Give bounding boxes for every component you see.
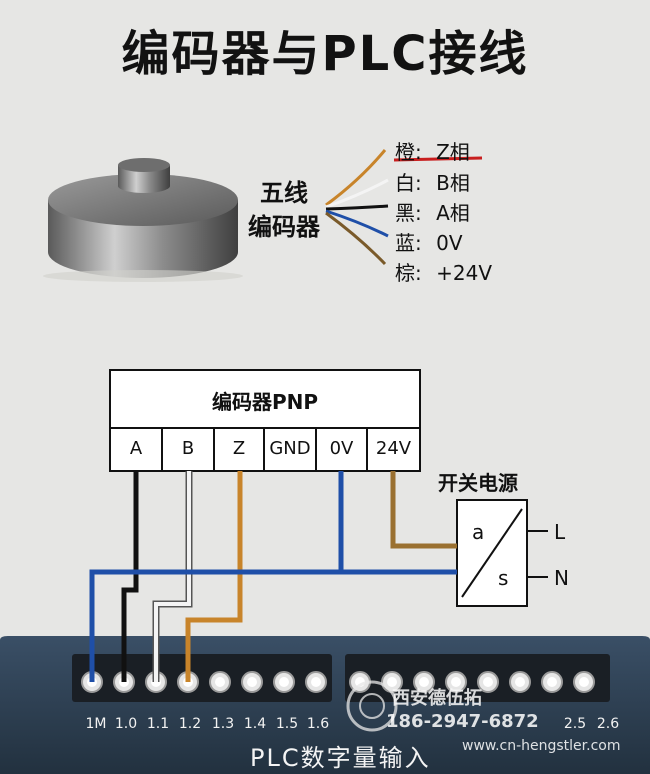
wire-color-char: 蓝 — [395, 231, 415, 255]
encoder-terminal-box — [109, 369, 421, 472]
plc-terminal-screw-center — [387, 677, 397, 687]
encoder-picture — [43, 158, 243, 282]
watermark-url: www.cn-hengstler.com — [462, 738, 621, 754]
plc-terminal-1-6: 1.6 — [306, 716, 330, 732]
watermark-logo — [346, 680, 398, 732]
plc-terminal-screw-center — [311, 677, 321, 687]
wire-color-char: 棕 — [395, 261, 415, 285]
wire-item-orange: 橙: Z相 — [395, 140, 470, 164]
psu-terminal-a: a — [472, 520, 485, 544]
wire-color-char: 橙 — [395, 140, 415, 164]
plc-terminal-screw-center — [515, 677, 525, 687]
plc-terminal-1-2: 1.2 — [178, 716, 202, 732]
page-title: 编码器与PLC接线 — [121, 26, 529, 82]
plc-terminal-screw-center — [279, 677, 289, 687]
plc-terminal-2-6: 2.6 — [596, 716, 620, 732]
plc-terminal-screw-center — [419, 677, 429, 687]
power-supply-title: 开关电源 — [438, 471, 518, 495]
terminal-label-0v: 0V — [329, 438, 354, 459]
wire-signal: 0V — [436, 231, 463, 255]
wire-signal: B相 — [436, 171, 470, 195]
terminal-label-a: A — [129, 438, 143, 459]
plc-terminal-1m: 1M — [85, 716, 107, 732]
encoder-label-line2: 编码器 — [248, 213, 320, 241]
wire-item-blue: 蓝: 0V — [395, 231, 463, 255]
encoder-label: 五线 编码器 — [236, 176, 332, 244]
plc-body — [0, 636, 650, 774]
wire-item-brown: 棕: +24V — [395, 261, 492, 285]
wire-signal: +24V — [436, 261, 492, 285]
highlight-underline — [393, 156, 483, 162]
psu-output-l: L — [554, 520, 566, 544]
encoder-label-line1: 五线 — [260, 179, 308, 207]
wire-color-char: 黑 — [395, 201, 415, 225]
watermark-phone: 186-2947-6872 — [386, 711, 539, 732]
wire-signal: A相 — [436, 201, 470, 225]
wire-item-white: 白: B相 — [395, 171, 470, 195]
plc-terminal-screw-center — [451, 677, 461, 687]
plc-terminal-screw-center — [547, 677, 557, 687]
wire-color-char: 白 — [395, 171, 415, 195]
encoder-box-title: 编码器PNP — [211, 390, 319, 414]
wire-fan — [325, 149, 389, 266]
terminal-label-b: B — [181, 438, 195, 459]
plc-terminal-2-5: 2.5 — [563, 716, 587, 732]
plc-terminal-screw-center — [579, 677, 589, 687]
wiring — [89, 471, 457, 682]
plc-terminal-screw-center — [215, 677, 225, 687]
plc-terminal-1-0: 1.0 — [114, 716, 138, 732]
psu-terminal-s: s — [498, 566, 509, 590]
plc-title: PLC数字量输入 — [250, 744, 431, 772]
wire-signal: Z相 — [436, 140, 470, 164]
terminal-label-z: Z — [232, 438, 246, 459]
terminal-label-gnd: GND — [269, 438, 311, 459]
plc-terminal-1-4: 1.4 — [243, 716, 267, 732]
psu-output-n: N — [554, 566, 569, 590]
plc-terminal-1-5: 1.5 — [275, 716, 299, 732]
wire-item-black: 黑: A相 — [395, 201, 470, 225]
watermark-company: 西安德伍拓 — [392, 688, 482, 709]
plc-terminal-1-1: 1.1 — [146, 716, 170, 732]
power-supply-box — [456, 499, 548, 607]
plc-terminal-screw-center — [483, 677, 493, 687]
terminal-label-24v: 24V — [375, 438, 412, 459]
plc-terminal-1-3: 1.3 — [211, 716, 235, 732]
plc-terminal-screw-center — [247, 677, 257, 687]
